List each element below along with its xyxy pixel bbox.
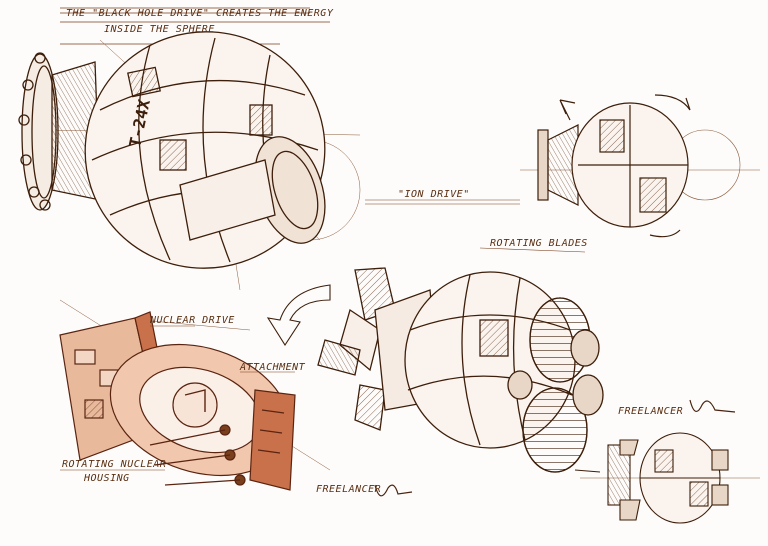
black-hole-note-line2: INSIDE THE SPHERE bbox=[104, 24, 215, 35]
rotating-blades-label: ROTATING BLADES bbox=[490, 238, 588, 249]
black-hole-note-line1: THE "BLACK HOLE DRIVE" CREATES THE ENERG… bbox=[66, 8, 334, 19]
ship-sphere-vents bbox=[266, 267, 604, 473]
freelancer-label-1: FREELANCER bbox=[618, 406, 684, 417]
ion-drive-label: "ION DRIVE" bbox=[398, 189, 470, 200]
rotating-nuclear-label-line1: ROTATING NUCLEAR bbox=[62, 459, 167, 470]
rotating-nuclear-label-line2: HOUSING bbox=[84, 473, 130, 484]
ship-nuclear-drive bbox=[59, 299, 331, 491]
ship-side-view bbox=[574, 432, 760, 524]
ship-sphere-main bbox=[18, 31, 361, 291]
freelancer-label-2: FREELANCER bbox=[316, 484, 382, 495]
signature-marks bbox=[374, 399, 736, 497]
nuclear-drive-label: NUCLEAR DRIVE bbox=[150, 315, 235, 326]
attachment-label: ATTACHMENT bbox=[240, 362, 306, 373]
ship-sphere-small bbox=[520, 94, 760, 238]
